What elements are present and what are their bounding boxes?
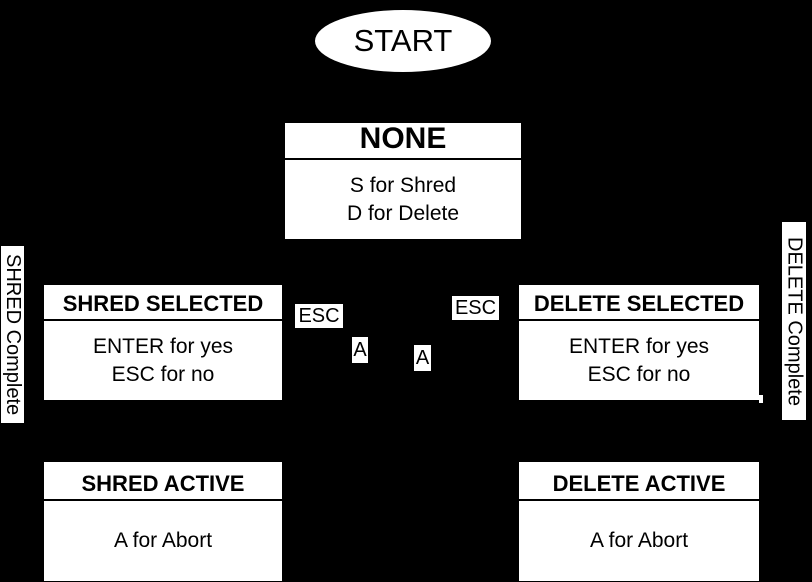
- edge-label-a-right: A: [414, 345, 431, 371]
- state-shred-active-body: A for Abort: [44, 501, 282, 581]
- start-node: START: [315, 10, 491, 72]
- state-none-line: D for Delete: [346, 201, 460, 225]
- state-shred-selected-title: SHRED SELECTED: [44, 285, 282, 321]
- state-none-title: NONE: [285, 122, 521, 160]
- state-delete-selected-line: ENTER for yes: [568, 334, 710, 358]
- state-delete-active: DELETE ACTIVE A for Abort: [519, 462, 759, 581]
- state-shred-active: SHRED ACTIVE A for Abort: [44, 462, 282, 581]
- state-shred-selected-line: ESC for no: [111, 362, 215, 386]
- start-node-label: START: [353, 23, 453, 58]
- state-shred-active-line: A for Abort: [113, 529, 213, 552]
- state-shred-active-title: SHRED ACTIVE: [44, 462, 282, 501]
- edge-label-esc-left: ESC: [295, 304, 343, 328]
- state-none-body: S for Shred D for Delete: [285, 160, 521, 239]
- state-delete-active-body: A for Abort: [519, 501, 759, 581]
- state-none-line: S for Shred: [349, 173, 457, 197]
- state-shred-selected: SHRED SELECTED ENTER for yes ESC for no: [44, 285, 282, 400]
- state-delete-active-title: DELETE ACTIVE: [519, 462, 759, 501]
- state-delete-selected-line: ESC for no: [587, 362, 691, 386]
- state-none: NONE S for Shred D for Delete: [285, 122, 521, 239]
- side-label-delete-complete: DELETE Complete: [782, 222, 806, 420]
- state-shred-selected-line: ENTER for yes: [92, 334, 234, 358]
- side-label-shred-complete: SHRED Complete: [1, 246, 24, 423]
- edge-label-esc-right: ESC: [452, 296, 499, 320]
- state-delete-selected-body: ENTER for yes ESC for no: [519, 321, 759, 400]
- state-delete-selected-title: DELETE SELECTED: [519, 285, 759, 321]
- state-shred-selected-body: ENTER for yes ESC for no: [44, 321, 282, 400]
- edge-label-a-left: A: [352, 337, 368, 363]
- state-delete-active-line: A for Abort: [589, 529, 689, 552]
- arrowhead-fragment: [759, 395, 763, 403]
- state-delete-selected: DELETE SELECTED ENTER for yes ESC for no: [519, 285, 759, 400]
